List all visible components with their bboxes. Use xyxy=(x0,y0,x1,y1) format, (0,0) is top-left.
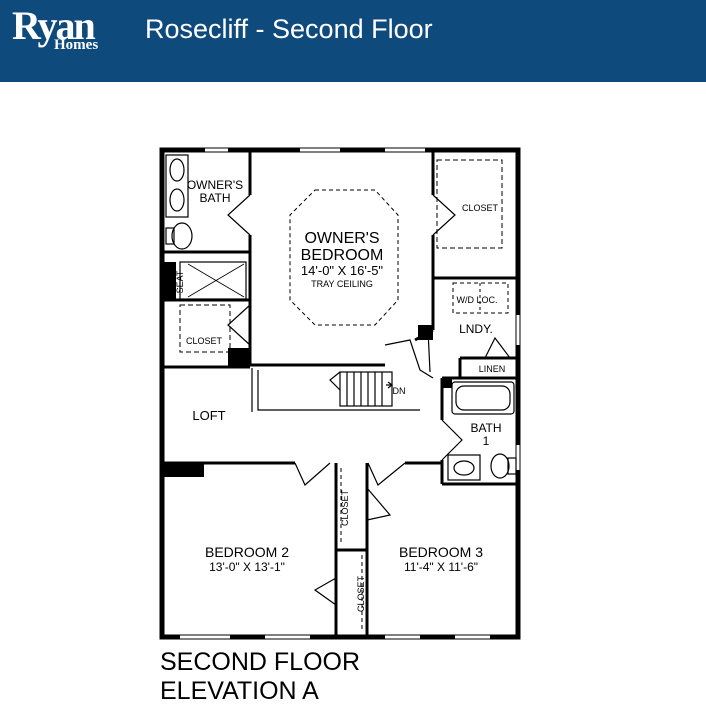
label-wd-loc: W/D LOC. xyxy=(456,295,497,305)
label-bedroom-3: BEDROOM 3 xyxy=(399,544,483,560)
owners-closet-shelf xyxy=(436,159,503,249)
header-bar: Ryan Homes Rosecliff - Second Floor xyxy=(0,0,706,82)
washer-dryer-outline xyxy=(452,282,509,314)
windows xyxy=(180,148,520,639)
caption-elevation: ELEVATION A xyxy=(160,677,319,705)
caption-floor: SECOND FLOOR xyxy=(160,648,361,676)
label-owners-bedroom-2: BEDROOM xyxy=(301,247,384,264)
label-bedroom-2-size: 13'-0" X 13'-1" xyxy=(209,560,285,574)
interior-walls xyxy=(162,150,518,637)
label-laundry: LNDY. xyxy=(459,322,493,336)
ryan-homes-logo[interactable]: Ryan Homes xyxy=(12,3,98,54)
label-owners-bath-1: OWNER'S xyxy=(187,178,243,192)
label-owners-bath-2: BATH xyxy=(199,191,230,205)
label-bath1-2: 1 xyxy=(483,434,490,448)
label-owners-bedroom-1: OWNER'S xyxy=(304,230,379,247)
label-bath1-1: BATH xyxy=(470,421,501,435)
logo-wordmark: Ryan xyxy=(12,3,96,48)
label-bedroom-2: BEDROOM 2 xyxy=(205,544,289,560)
label-linen: LINEN xyxy=(479,364,506,374)
label-owners-closet: CLOSET xyxy=(462,203,499,213)
staircase[interactable] xyxy=(251,368,420,412)
door-swings xyxy=(227,194,511,606)
label-owners-bedroom-size: 14'-0" X 16'-5" xyxy=(301,263,384,278)
label-tray-ceiling: TRAY CEILING xyxy=(311,279,373,289)
plan-caption: SECOND FLOOR ELEVATION A xyxy=(160,648,360,706)
logo-subtext: Homes xyxy=(54,37,99,53)
window-sashes xyxy=(180,151,517,636)
tray-ceiling-outline xyxy=(289,189,399,326)
page-title: Rosecliff - Second Floor xyxy=(145,14,433,44)
owners-bath-fixtures xyxy=(165,154,247,300)
label-loft: LOFT xyxy=(192,408,225,423)
label-stairs-down: DN xyxy=(393,386,406,396)
label-seat: SEAT xyxy=(175,270,185,293)
bath1-fixtures xyxy=(447,381,517,481)
bath-closet-shelf xyxy=(179,304,231,353)
label-bedroom-3-size: 11'-4" X 11'-6" xyxy=(404,560,478,574)
label-bath-closet: CLOSET xyxy=(186,336,223,346)
label-hall-closet-upper: CLOSET xyxy=(340,489,350,526)
label-hall-closet-lower: CLOSET xyxy=(356,575,366,612)
wall-blocks xyxy=(164,262,452,477)
